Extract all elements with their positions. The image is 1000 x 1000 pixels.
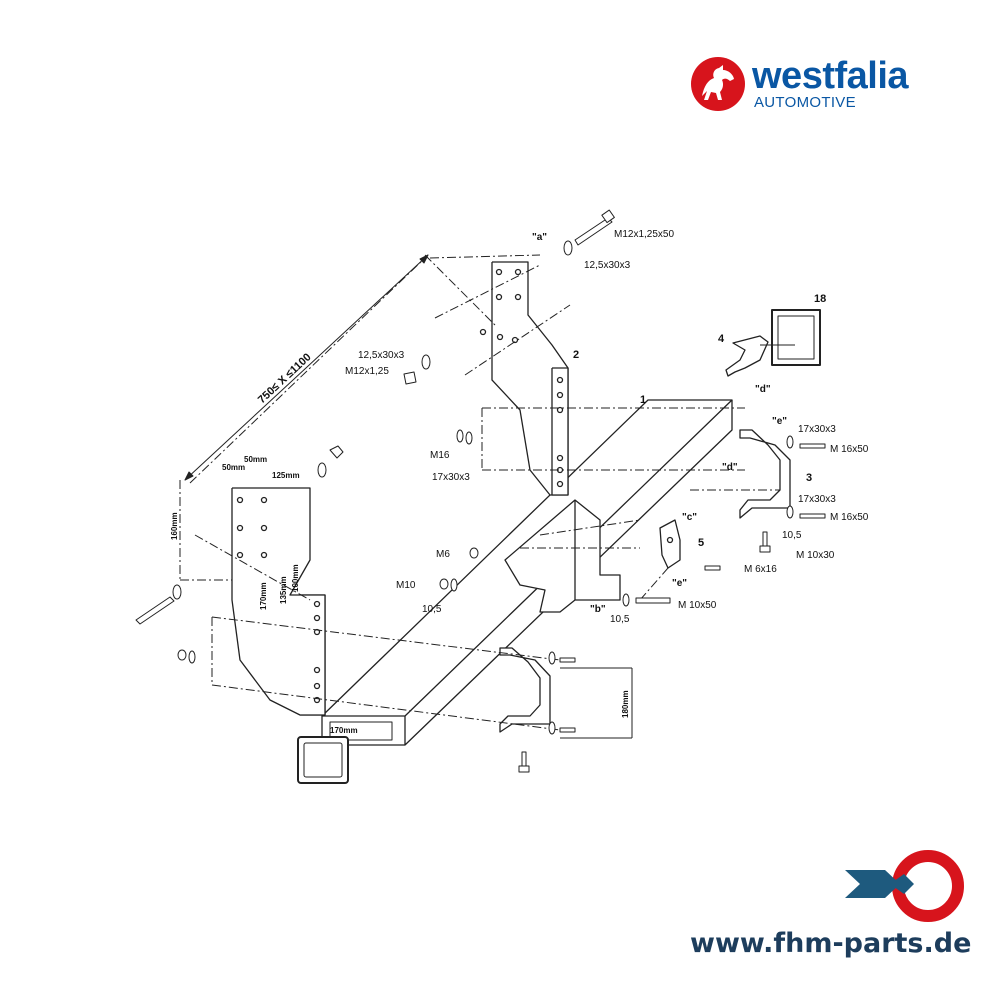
hw-10-5-bottom: 10,5: [610, 614, 630, 625]
hw-washer-17-top: 17x30x3: [798, 424, 836, 435]
part-number-2: 2: [573, 349, 579, 361]
hw-m10x50: M 10x50: [678, 600, 717, 611]
dimension-135mm: 135mm: [279, 576, 288, 604]
dimension-180mm-line: [560, 667, 633, 739]
hw-m10x30: M 10x30: [796, 550, 835, 561]
hw-m6: M6: [436, 549, 450, 560]
ref-e-top: "e": [772, 416, 787, 427]
horse-emblem-icon: [691, 57, 745, 111]
dimension-x-line: [184, 254, 429, 481]
brand-name: westfalia: [752, 55, 909, 97]
hw-m16x50-top: M 16x50: [830, 444, 869, 455]
westfalia-logo: westfalia AUTOMOTIVE: [690, 56, 960, 116]
ref-d-top: "d": [755, 384, 771, 395]
dimension-x-range: 750≤ X ≤1100: [256, 351, 314, 406]
brand-subtitle: AUTOMOTIVE: [754, 94, 856, 111]
ref-b: "b": [590, 604, 606, 615]
connector-bracket-part-4: [725, 335, 769, 377]
bracket-right-part-2: [479, 261, 569, 496]
part-number-5: 5: [698, 537, 704, 549]
fasteners: [135, 209, 826, 773]
dimension-50mm-side: 50mm: [222, 463, 245, 472]
end-cap-front: [297, 736, 349, 784]
hw-m12x125x50: M12x1,25x50: [614, 229, 674, 240]
hw-m16x50-bottom: M 16x50: [830, 512, 869, 523]
assembly-lines: [179, 254, 780, 731]
ref-e-bottom: "e": [672, 578, 687, 589]
hw-washer-12-left: 12,5x30x3: [358, 350, 405, 361]
ref-c: "c": [682, 512, 697, 523]
hw-m6x16: M 6x16: [744, 564, 777, 575]
dimension-125mm: 125mm: [272, 471, 300, 480]
fhm-logo-icon: [845, 850, 964, 922]
dimension-180mm: 180mm: [621, 690, 630, 718]
dimension-170mm-vert: 170mm: [259, 582, 268, 610]
dimension-100mm: 100mm: [291, 564, 300, 592]
u-bracket-part-3: [499, 429, 791, 733]
dimension-50mm-top: 50mm: [244, 455, 267, 464]
part-number-1: 1: [640, 394, 646, 406]
hw-m10: M10: [396, 580, 416, 591]
hw-10-5-left: 10,5: [422, 604, 442, 615]
ref-a: "a": [532, 232, 547, 243]
dimension-160mm: 160mm: [170, 512, 179, 540]
part-number-3: 3: [806, 472, 812, 484]
hw-10-5-right: 10,5: [782, 530, 802, 541]
end-cap-part-18: [760, 309, 821, 366]
part-number-18: 18: [814, 293, 826, 305]
dimension-170mm-bottom: 170mm: [330, 726, 358, 735]
part-number-4: 4: [718, 333, 725, 345]
plate-part-5: [659, 519, 681, 569]
ref-d-mid: "d": [722, 462, 738, 473]
hw-washer-17-bottom: 17x30x3: [798, 494, 836, 505]
hw-m16: M16: [430, 450, 450, 461]
fhm-website-url[interactable]: www.fhm-parts.de: [690, 928, 972, 959]
bracket-left: [231, 487, 326, 716]
hw-m12x125: M12x1,25: [345, 366, 389, 377]
hw-washer-17-left: 17x30x3: [432, 472, 470, 483]
hw-washer-12-top: 12,5x30x3: [584, 260, 631, 271]
hitch-mount-bracket: [504, 499, 621, 613]
